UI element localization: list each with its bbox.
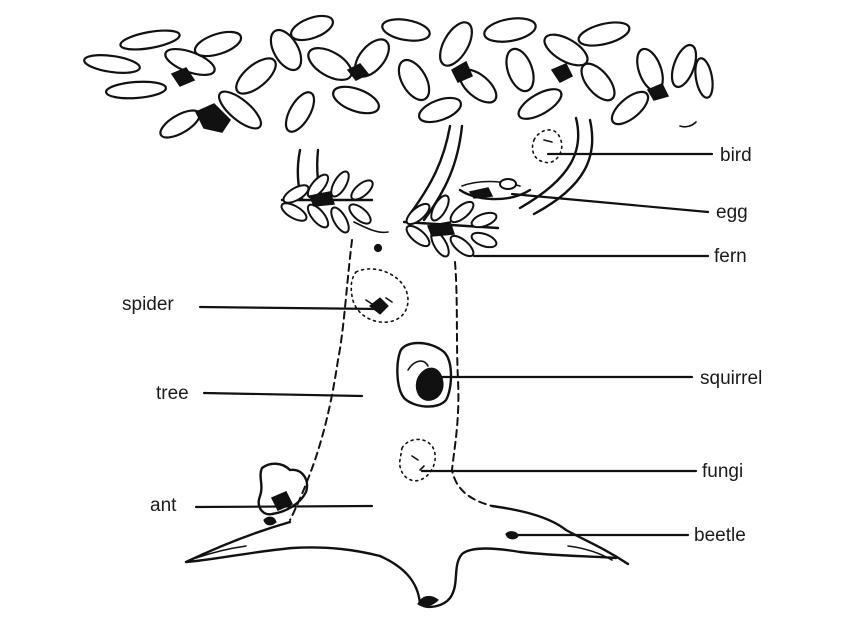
label-fungi: fungi [702,461,743,482]
fungi-drawing [398,438,436,482]
nest-with-egg [458,178,532,201]
label-bird: bird [720,145,752,166]
knot-hole [373,243,383,253]
label-spider: spider [122,294,174,315]
label-egg: egg [716,202,748,223]
pointer-egg [510,192,710,214]
fern-left [280,170,374,234]
label-ant: ant [150,495,177,516]
tree-canopy [83,14,714,139]
fern-right [402,194,500,258]
pointer-ant [194,504,374,509]
pointer-tree [202,391,364,398]
pointer-spider [198,305,382,311]
squirrel-hollow [396,341,453,408]
label-beetle: beetle [694,525,746,546]
spider-drawing [350,268,409,323]
bird-drawing [531,129,563,164]
labels: bird egg fern spider squirrel tree fungi… [122,145,762,546]
label-tree: tree [156,383,189,404]
label-fern: fern [714,246,747,267]
ant-drawing [257,462,309,526]
tree-trunk [184,116,630,609]
pointer-lines [194,152,714,537]
label-squirrel: squirrel [700,368,762,389]
